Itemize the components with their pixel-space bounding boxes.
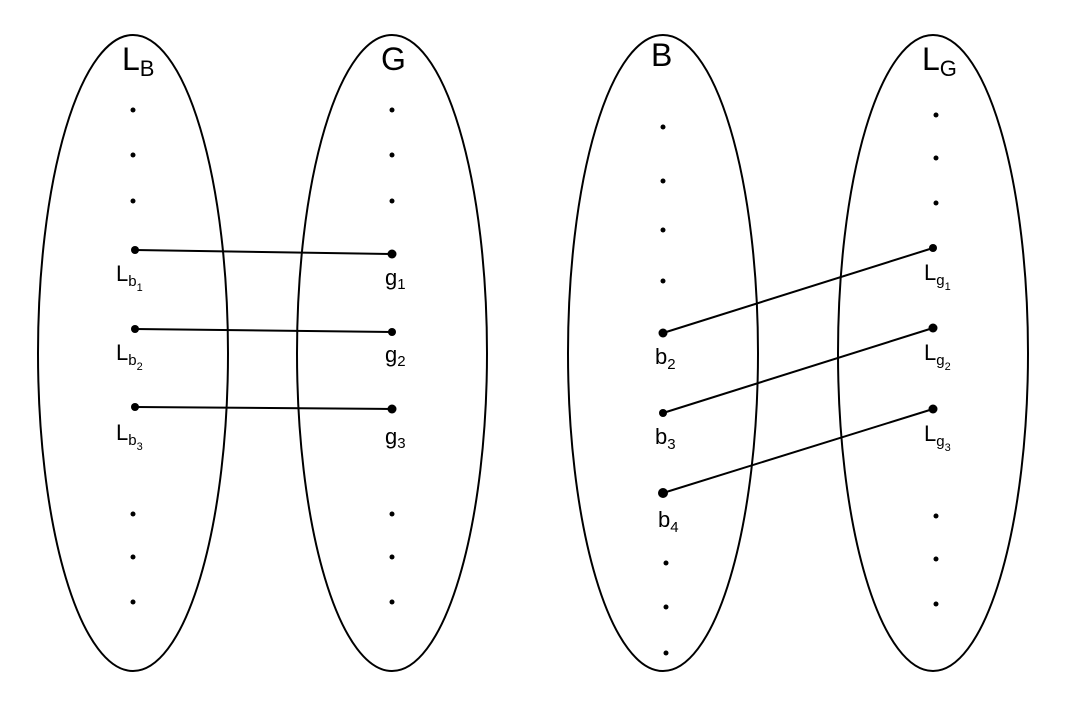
set-lg-label: LG: [922, 41, 957, 81]
ellipsis-dot: [933, 155, 939, 161]
ellipsis-dot: [130, 152, 136, 158]
node-g3-dot: [387, 404, 397, 414]
node-g1-dot: [387, 249, 397, 259]
ellipsis-dot: [933, 200, 939, 206]
ellipsis-dot: [933, 556, 939, 562]
edge-b4-lg3: [662, 408, 934, 494]
node-lb1-label: Lb1: [116, 261, 143, 294]
node-lg3-dot: [928, 404, 938, 414]
ellipsis-dot: [660, 124, 666, 130]
node-g2-dot: [388, 328, 396, 336]
ellipsis-dot: [389, 152, 395, 158]
ellipsis-dot: [933, 513, 939, 519]
ellipsis-dot: [663, 560, 669, 566]
node-b3-label: b3: [655, 424, 676, 453]
ellipsis-dot: [663, 650, 669, 656]
set-lb-ellipse: [37, 34, 229, 672]
edge-b3-lg2: [662, 327, 934, 414]
set-lb-label: LB: [122, 41, 154, 81]
node-lb2-label: Lb2: [116, 340, 143, 373]
node-lg2-label: Lg2: [924, 340, 951, 373]
node-lb3-dot: [131, 403, 139, 411]
node-lg1-dot: [929, 244, 937, 252]
node-lg1-label: Lg1: [924, 260, 951, 293]
edge-lb2-g2: [134, 328, 393, 333]
ellipsis-dot: [663, 604, 669, 610]
node-g1-label: g1: [385, 265, 406, 293]
edge-b2-lg1: [662, 247, 934, 334]
edge-lb1-g1: [134, 249, 393, 255]
ellipsis-dot: [130, 198, 136, 204]
node-g3-label: g3: [385, 424, 406, 452]
ellipsis-dot: [660, 178, 666, 184]
ellipsis-dot: [389, 554, 395, 560]
node-b2-dot: [658, 328, 668, 338]
ellipsis-dot: [660, 278, 666, 284]
node-lb1-dot: [131, 246, 139, 254]
node-lg2-dot: [928, 323, 938, 333]
set-b-ellipse: [567, 34, 759, 672]
ellipsis-dot: [130, 599, 136, 605]
set-g-label: G: [381, 41, 406, 77]
set-g-ellipse: [296, 34, 488, 672]
ellipsis-dot: [130, 107, 136, 113]
ellipsis-dot: [933, 601, 939, 607]
node-lb3-label: Lb3: [116, 420, 143, 453]
ellipsis-dot: [389, 107, 395, 113]
edge-lb3-g3: [134, 406, 393, 410]
node-b2-label: b2: [655, 344, 676, 373]
ellipsis-dot: [389, 599, 395, 605]
ellipsis-dot: [389, 198, 395, 204]
ellipsis-dot: [130, 511, 136, 517]
node-b4-dot: [658, 488, 668, 498]
set-b-label: B: [651, 37, 672, 73]
ellipsis-dot: [660, 227, 666, 233]
ellipsis-dot: [130, 554, 136, 560]
node-b3-dot: [659, 409, 667, 417]
node-g2-label: g2: [385, 342, 406, 370]
ellipsis-dot: [933, 112, 939, 118]
node-lg3-label: Lg3: [924, 421, 951, 454]
node-b4-label: b4: [658, 507, 679, 536]
set-lg-ellipse: [837, 34, 1029, 672]
node-lb2-dot: [131, 325, 139, 333]
ellipsis-dot: [389, 511, 395, 517]
